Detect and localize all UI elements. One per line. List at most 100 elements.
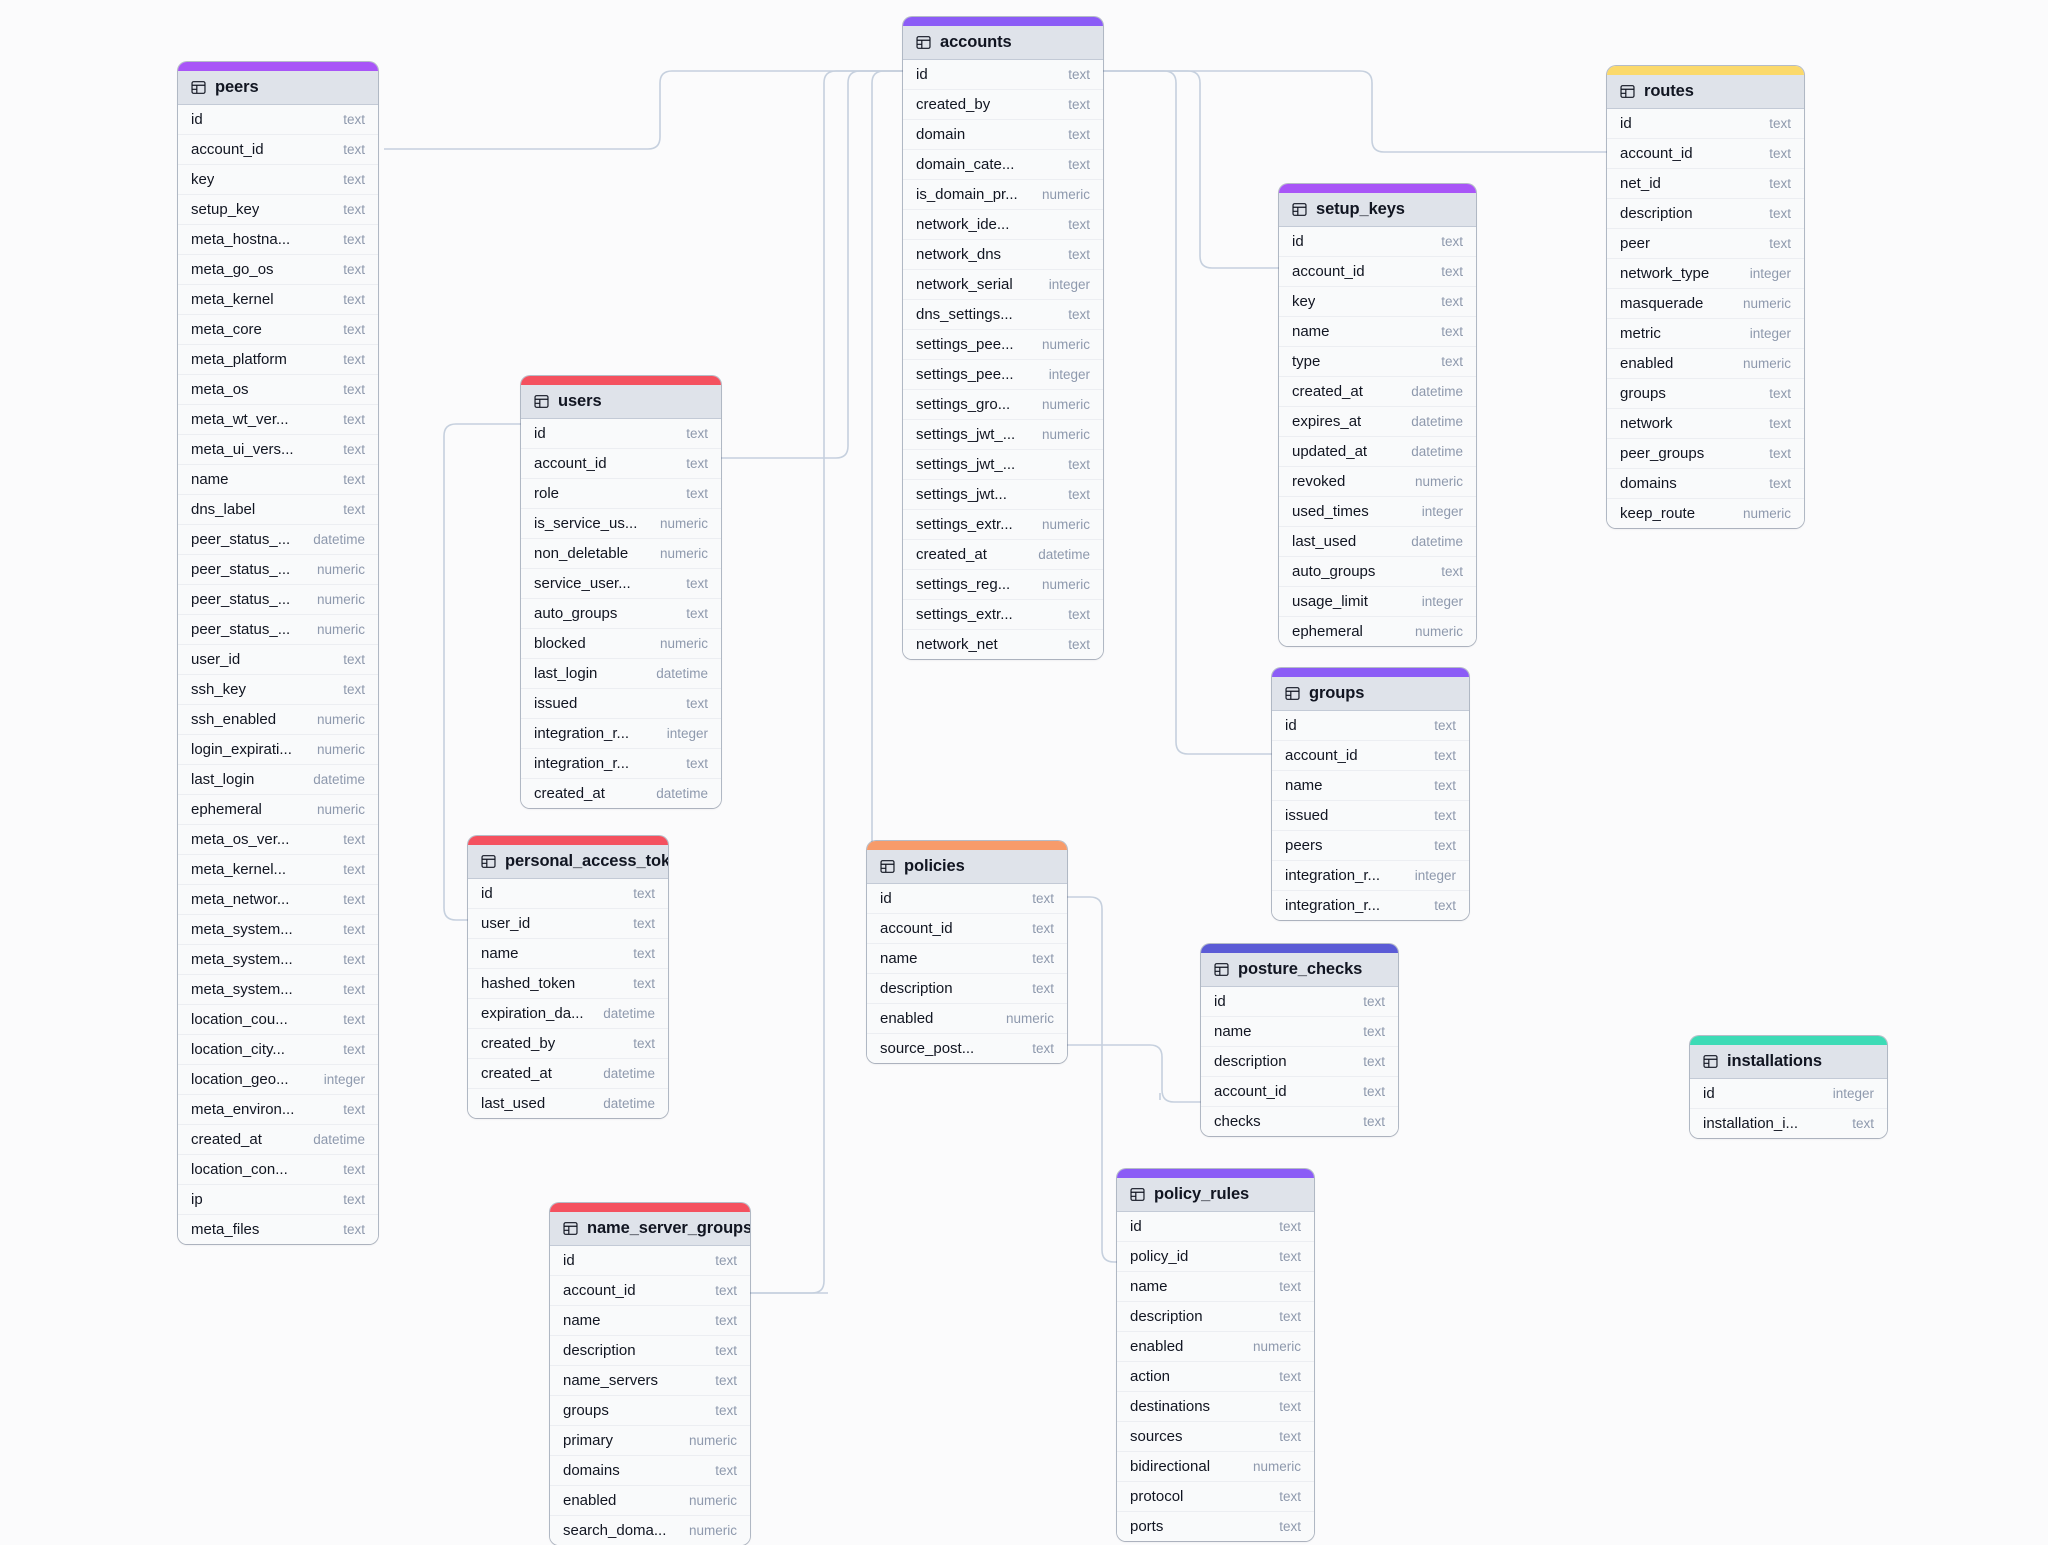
field-row[interactable]: installation_i...text [1690, 1109, 1887, 1138]
field-row[interactable]: location_con...text [178, 1155, 378, 1185]
field-row[interactable]: settings_jwt_...text [903, 450, 1103, 480]
field-row[interactable]: settings_pee...integer [903, 360, 1103, 390]
table-header-posture_checks[interactable]: posture_checks [1201, 953, 1398, 987]
table-header-users[interactable]: users [521, 385, 721, 419]
field-row[interactable]: meta_kernel...text [178, 855, 378, 885]
table-header-personal_access_tokens[interactable]: personal_access_tokens [468, 845, 668, 879]
field-row[interactable]: meta_system...text [178, 945, 378, 975]
field-row[interactable]: meta_system...text [178, 915, 378, 945]
table-header-groups[interactable]: groups [1272, 677, 1469, 711]
field-row[interactable]: meta_networ...text [178, 885, 378, 915]
field-row[interactable]: domain_cate...text [903, 150, 1103, 180]
table-header-installations[interactable]: installations [1690, 1045, 1887, 1079]
field-row[interactable]: settings_jwt...text [903, 480, 1103, 510]
field-row[interactable]: location_geo...integer [178, 1065, 378, 1095]
field-row[interactable]: location_city...text [178, 1035, 378, 1065]
field-row[interactable]: integration_r...text [1272, 891, 1469, 920]
field-row[interactable]: integration_r...integer [521, 719, 721, 749]
field-row[interactable]: meta_os_ver...text [178, 825, 378, 855]
field-row[interactable]: settings_extr...numeric [903, 510, 1103, 540]
table-header-policy_rules[interactable]: policy_rules [1117, 1178, 1314, 1212]
field-row[interactable]: peer_status_...numeric [178, 615, 378, 645]
field-row[interactable]: meta_hostna...text [178, 225, 378, 255]
erd-table-personal_access_tokens[interactable]: personal_access_tokens idtextuser_idtext… [468, 836, 668, 1118]
field-row[interactable]: meta_wt_ver...text [178, 405, 378, 435]
field-row[interactable]: settings_extr...text [903, 600, 1103, 630]
field-row[interactable]: integration_r...text [521, 749, 721, 779]
field-row[interactable]: settings_gro...numeric [903, 390, 1103, 420]
table-header-policies[interactable]: policies [867, 850, 1067, 884]
field-row[interactable]: integration_r...integer [1272, 861, 1469, 891]
